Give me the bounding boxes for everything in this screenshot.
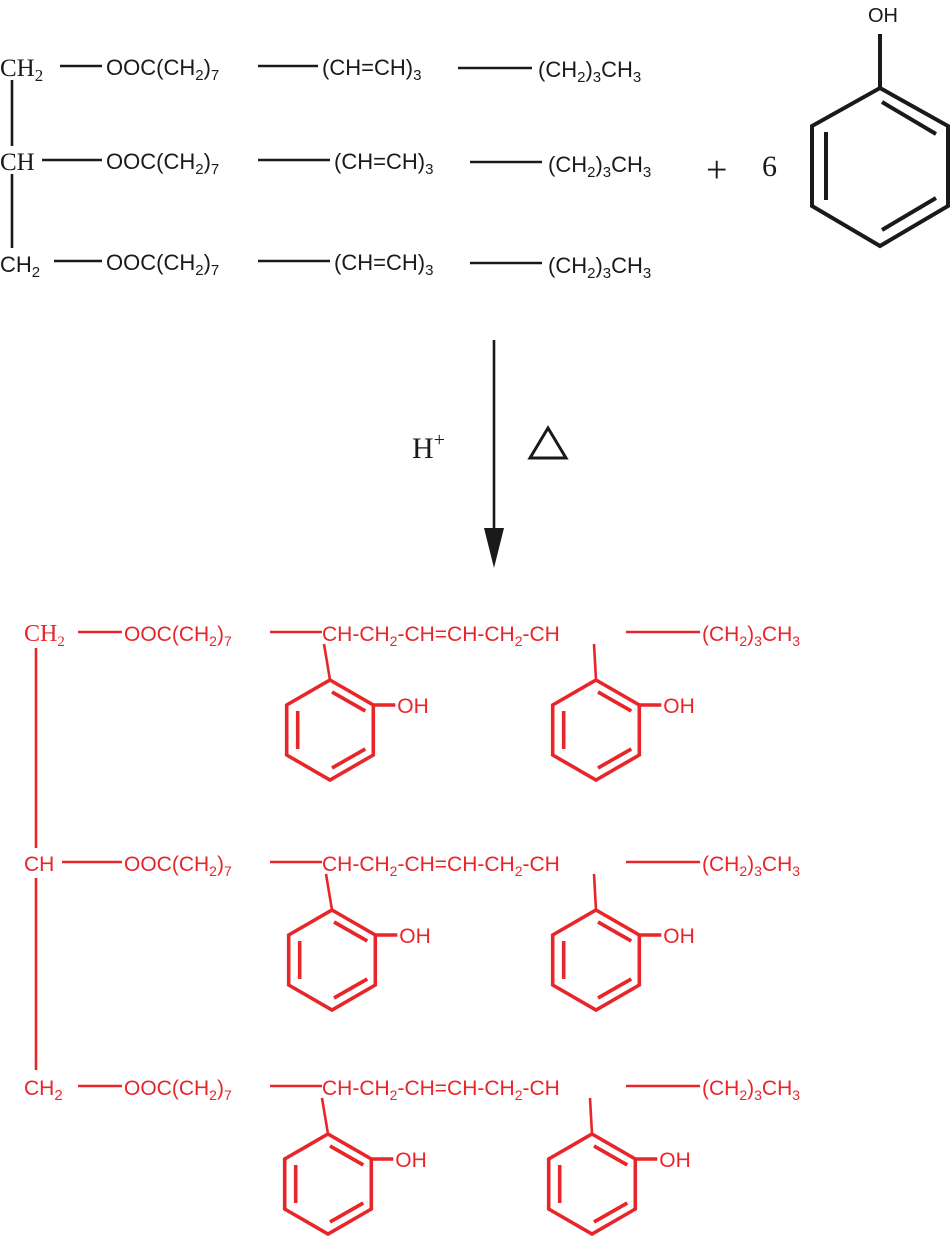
product-backbone-2: CH xyxy=(24,853,54,876)
reactant-triglyceride: CH2 OOC(CH2)7 (CH=CH)3 (CH2)3CH3 CH OOC(… xyxy=(0,55,651,282)
reactant-diene-3: (CH=CH)3 xyxy=(334,250,433,279)
reactant-ester-3: OOC(CH2)7 xyxy=(106,250,219,279)
product-chain-3: CH-CH2-CH=CH-CH2-CH xyxy=(322,1077,560,1103)
heat-triangle-icon xyxy=(527,425,569,460)
reactant-tail-1: (CH2)3CH3 xyxy=(538,57,641,86)
product-phenol-ring-3b xyxy=(546,1131,658,1237)
product-phenol-ring-1b xyxy=(550,677,662,783)
product-ring-oh-label: OH xyxy=(397,695,429,718)
reaction-arrow xyxy=(484,340,504,568)
phenol-oh-label: OH xyxy=(868,5,898,27)
product-ring-oh-label: OH xyxy=(663,925,695,948)
product-ester-2: OOC(CH2)7 xyxy=(124,853,232,879)
phenol-coefficient: 6 xyxy=(762,150,777,183)
product-tail-2: (CH2)3CH3 xyxy=(702,853,800,879)
product-backbone-3: CH2 xyxy=(24,1077,63,1104)
reactant-tail-2: (CH2)3CH3 xyxy=(548,152,651,181)
product-phenol-ring-2b xyxy=(550,907,662,1013)
product-row-1: CH2 OOC(CH2)7 CH-CH2-CH=CH-CH2-CH (CH2)3CH3 xyxy=(24,621,800,681)
reactant-backbone-ch-mid: CH xyxy=(0,149,35,176)
acid-catalyst: H+ xyxy=(412,429,445,465)
reactant-ester-1: OOC(CH2)7 xyxy=(106,55,219,84)
product-tail-3: (CH2)3CH3 xyxy=(702,1077,800,1103)
product-row-2: CH OOC(CH2)7 CH-CH2-CH=CH-CH2-CH (CH2)3CH3 xyxy=(24,853,800,911)
reactant-ester-2: OOC(CH2)7 xyxy=(106,149,219,178)
reactant-backbone-ch2-top: CH2 xyxy=(0,55,43,85)
product-chain-2: CH-CH2-CH=CH-CH2-CH xyxy=(322,853,560,879)
product-phenol-ring-2a xyxy=(286,907,398,1013)
product-phenol-ring-1a xyxy=(284,677,396,783)
plus-sign: + xyxy=(706,149,727,191)
product-ester-1: OOC(CH2)7 xyxy=(124,623,232,649)
product-backbone-1: CH2 xyxy=(24,621,65,650)
product-ring-oh-label: OH xyxy=(395,1149,427,1172)
product-tail-1: (CH2)3CH3 xyxy=(702,623,800,649)
reactant-diene-1: (CH=CH)3 xyxy=(322,55,421,84)
reactant-diene-2: (CH=CH)3 xyxy=(334,149,433,178)
product-ester-3: OOC(CH2)7 xyxy=(124,1077,232,1103)
product-chain-1: CH-CH2-CH=CH-CH2-CH xyxy=(322,623,560,649)
product-phenol-ring-3a xyxy=(282,1131,394,1237)
product-ring-oh-label: OH xyxy=(659,1149,691,1172)
product-row-3: CH2 OOC(CH2)7 CH-CH2-CH=CH-CH2-CH (CH2)3CH3 xyxy=(24,1077,800,1135)
reactant-tail-3: (CH2)3CH3 xyxy=(548,253,651,282)
product-ring-oh-label: OH xyxy=(663,695,695,718)
reactant-backbone-ch2-bottom: CH2 xyxy=(0,252,40,281)
phenol-molecule xyxy=(810,34,950,249)
product-ring-oh-label: OH xyxy=(399,925,431,948)
